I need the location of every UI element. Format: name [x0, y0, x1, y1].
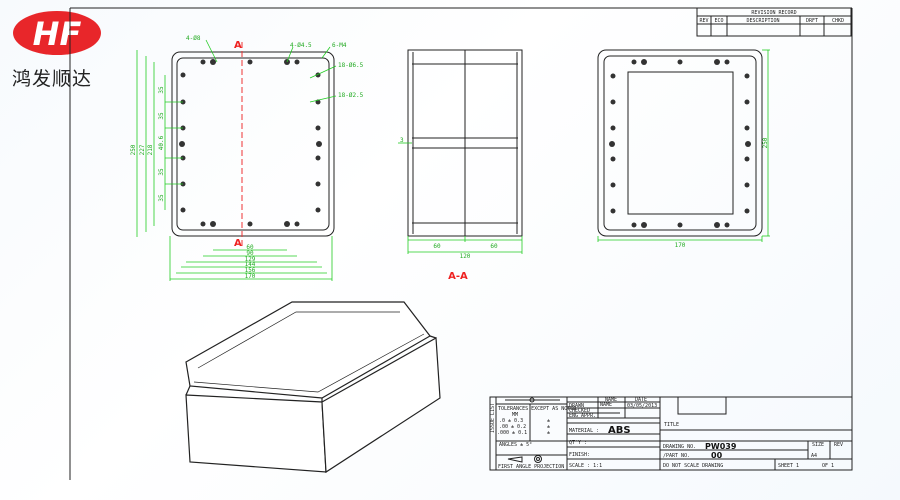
dim-60-left: 60	[433, 243, 441, 250]
checked-label: CHECKED	[569, 408, 590, 414]
tol-row-1: .0 ± 0.3	[499, 418, 523, 424]
eco-col: ECO	[714, 18, 723, 24]
rev-label: REV	[834, 442, 843, 448]
title-label: TITLE	[664, 422, 679, 428]
sheet-of: OF 1	[822, 463, 834, 469]
eng-appr-label: ENG APPR.	[569, 413, 596, 419]
tol-row-1-sign: ±	[547, 418, 550, 424]
dim-218: 218	[147, 144, 154, 155]
dim-170: 170	[245, 273, 256, 280]
drawn-name: NAME	[600, 402, 612, 408]
dim-35-d: 35	[158, 194, 165, 202]
rev-col: REV	[699, 18, 708, 24]
section-view: 3 60 60 120 A-A	[398, 49, 523, 282]
back-view: 170 250	[597, 49, 770, 249]
revision-title: REVISION RECORD	[751, 10, 796, 16]
dim-250-side: 250	[762, 137, 769, 148]
material-value: ABS	[608, 425, 631, 436]
tolerance-symbol-icon	[505, 397, 560, 403]
dim-35-b: 35	[158, 112, 165, 120]
logo: HF	[13, 11, 101, 55]
unit-label: MM	[512, 412, 518, 418]
front-view: A A 4-Ø8 4-Ø4.5 6-M4 18-Ø6.5 18-Ø2.5 250…	[130, 35, 364, 281]
drft-col: DRFT	[806, 18, 818, 24]
scale-note: DO NOT SCALE DRAWING	[663, 463, 723, 469]
scale-label: SCALE : 1:1	[569, 463, 602, 469]
logo-mark: HF	[33, 15, 82, 53]
tol-row-3: .000 ± 0.1	[497, 430, 527, 436]
angles-label: ANGLES ± 5°	[499, 442, 532, 448]
section-mark-bottom: A	[234, 238, 242, 249]
projection-label: FIRST ANGLE PROJECTION	[498, 464, 564, 470]
part-no-label: /PART NO.	[663, 453, 690, 459]
dim-35-c: 35	[158, 168, 165, 176]
dim-250: 250	[130, 144, 137, 155]
drawn-label: DRAWN	[569, 403, 584, 409]
tol-row-2-sign: ±	[547, 424, 550, 430]
callout-18-d6.5: 18-Ø6.5	[338, 62, 364, 69]
isometric-view	[185, 301, 441, 474]
callout-4-d4.5: 4-Ø4.5	[290, 42, 312, 49]
date-header: DATE	[635, 397, 647, 403]
callout-6-m4: 6-M4	[332, 42, 347, 49]
callout-4-d8: 4-Ø8	[186, 35, 201, 42]
qty-label: QT'Y :	[569, 440, 587, 446]
dim-90: 90	[246, 250, 254, 257]
revision-record: REVISION RECORD REV ECO DESCRIPTION DRFT…	[696, 7, 852, 37]
dim-227: 227	[139, 144, 146, 155]
callout-18-d2.5: 18-Ø2.5	[338, 92, 364, 99]
chkd-col: CHKD	[832, 18, 844, 24]
dim-156: 156	[245, 267, 256, 274]
size-value: A4	[811, 453, 817, 459]
dim-3: 3	[400, 137, 404, 144]
dim-144: 144	[245, 261, 256, 268]
dim-35-a: 35	[158, 86, 165, 94]
sheet-label: SHEET 1	[778, 463, 799, 469]
company-name: 鸿发顺达	[12, 68, 93, 90]
drawing-no: PW039	[705, 442, 737, 451]
dim-60: 60	[246, 244, 254, 251]
dim-120: 120	[460, 253, 471, 260]
finish-label: FINISH:	[569, 452, 590, 458]
title-block: ISSUE LIST TOLERANCES EXCEPT AS NOTED MM…	[489, 396, 853, 471]
dim-129: 129	[245, 256, 256, 263]
section-label: A-A	[448, 271, 468, 282]
drawn-date: 03/05/2013	[627, 403, 657, 409]
issue-list: ISSUE LIST	[490, 403, 496, 433]
description-col: DESCRIPTION	[746, 18, 779, 24]
part-no: 00	[711, 451, 723, 460]
dim-40.6: 40.6	[158, 135, 165, 150]
material-label: MATERIAL :	[569, 428, 599, 434]
size-label: SIZE	[812, 442, 824, 448]
dim-60-right: 60	[490, 243, 498, 250]
tolerances-label: TOLERANCES EXCEPT AS NOTED	[498, 406, 576, 412]
first-angle-projection-icon	[507, 455, 542, 463]
dim-170-side: 170	[675, 242, 686, 249]
tol-row-3-sign: ±	[547, 430, 550, 436]
tol-row-2: .00 ± 0.2	[499, 424, 526, 430]
drawing-no-label: DRAWING NO.	[663, 444, 696, 450]
name-header: NAME	[605, 397, 617, 403]
section-mark-top: A	[234, 40, 242, 51]
